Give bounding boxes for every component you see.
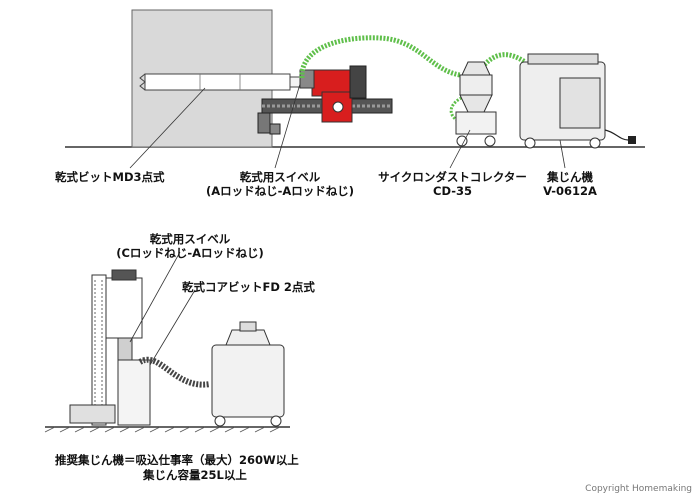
- drill-stand-bottom: [69, 269, 143, 426]
- label-swivel-bottom-2: (Cロッドねじ-Aロッドねじ): [116, 246, 264, 260]
- cyclone-collector: [455, 61, 497, 147]
- label-swivel-top-2: (Aロッドねじ-Aロッドねじ): [205, 184, 355, 198]
- label-swivel-bottom-1: 乾式用スイベル: [149, 232, 231, 246]
- label-recommend-1: 推奨集じん機＝吸込仕事率（最大）260W以上: [55, 453, 299, 467]
- core-bit-bottom: [117, 359, 151, 426]
- label-dry-bit: 乾式ビットMD3点式: [55, 170, 165, 184]
- dust-hose-bottom: [138, 356, 211, 388]
- vacuum-cleaner-bottom: [211, 321, 285, 427]
- label-vacuum-2: V-0612A: [543, 184, 597, 198]
- label-dry-core-bit: 乾式コアビットFD 2点式: [182, 280, 315, 294]
- dust-hose-top: [299, 35, 461, 79]
- leader-cyclone: [449, 129, 471, 169]
- core-bit-top: [139, 73, 313, 91]
- floor-hatch: [44, 426, 281, 433]
- label-recommend-2: 集じん容量25L以上: [143, 468, 247, 482]
- label-vacuum-1: 集じん機: [547, 170, 593, 184]
- leader-corebit-bottom: [149, 289, 196, 366]
- leader-vacuum: [559, 139, 566, 169]
- copyright-text: Copyright Homemaking: [585, 484, 692, 494]
- label-cyclone-1: サイクロンダストコレクター: [378, 170, 527, 184]
- drill-motor-top: [299, 65, 367, 123]
- label-cyclone-2: CD-35: [433, 184, 472, 198]
- vacuum-cleaner-top: [519, 53, 636, 149]
- label-swivel-top-1: 乾式用スイベル: [239, 170, 321, 184]
- leader-bit: [129, 87, 206, 169]
- leader-swivel-top: [274, 83, 301, 169]
- leader-swivel-bottom: [129, 251, 181, 343]
